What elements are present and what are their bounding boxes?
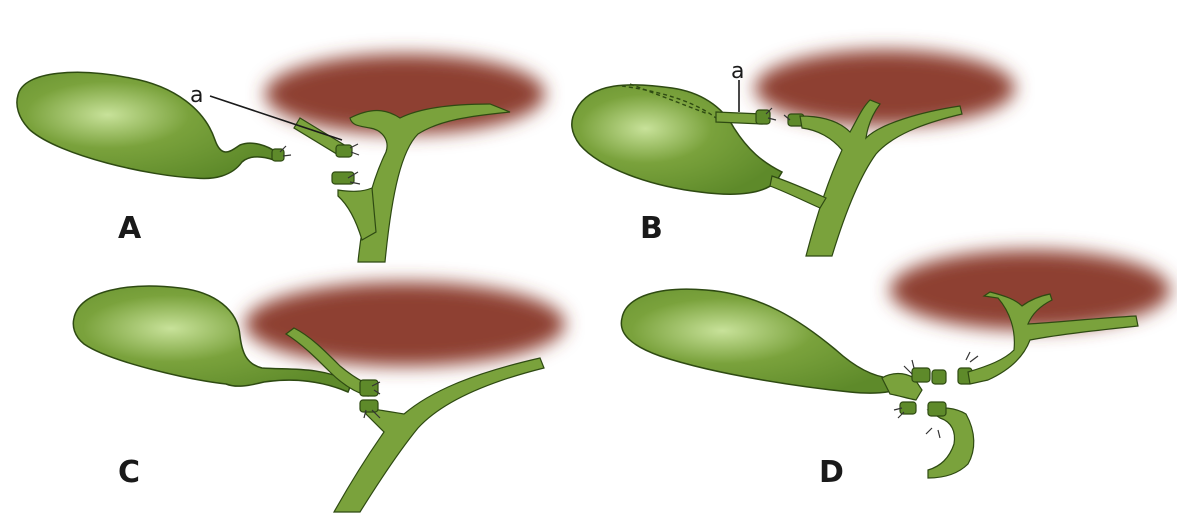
gallbladder <box>572 85 782 194</box>
panel-label: D <box>819 455 844 490</box>
panel-label: A <box>118 211 142 246</box>
liver <box>245 282 565 366</box>
clip <box>336 145 352 157</box>
panel-a: a A <box>17 54 545 262</box>
clip <box>932 370 946 384</box>
cystic-duct-stump <box>716 112 762 124</box>
suture <box>926 428 940 438</box>
clip <box>900 402 916 414</box>
duct-stub <box>338 188 376 240</box>
callout-label: a <box>190 83 203 108</box>
clip <box>928 402 946 416</box>
clip <box>360 400 378 412</box>
clip <box>272 149 284 161</box>
panel-c: C <box>73 282 565 512</box>
gallbladder <box>621 289 910 393</box>
clip <box>360 380 378 396</box>
panel-d: D <box>621 250 1170 490</box>
duct-stub <box>928 408 974 478</box>
clip <box>912 368 930 382</box>
common-duct-branch <box>770 176 826 208</box>
panel-label: B <box>640 211 663 246</box>
callout-label: a <box>731 59 744 84</box>
common-duct <box>350 104 510 262</box>
gallbladder <box>17 72 276 178</box>
panel-label: C <box>118 455 140 490</box>
panel-b: a B <box>572 50 1015 256</box>
suture <box>966 352 978 362</box>
